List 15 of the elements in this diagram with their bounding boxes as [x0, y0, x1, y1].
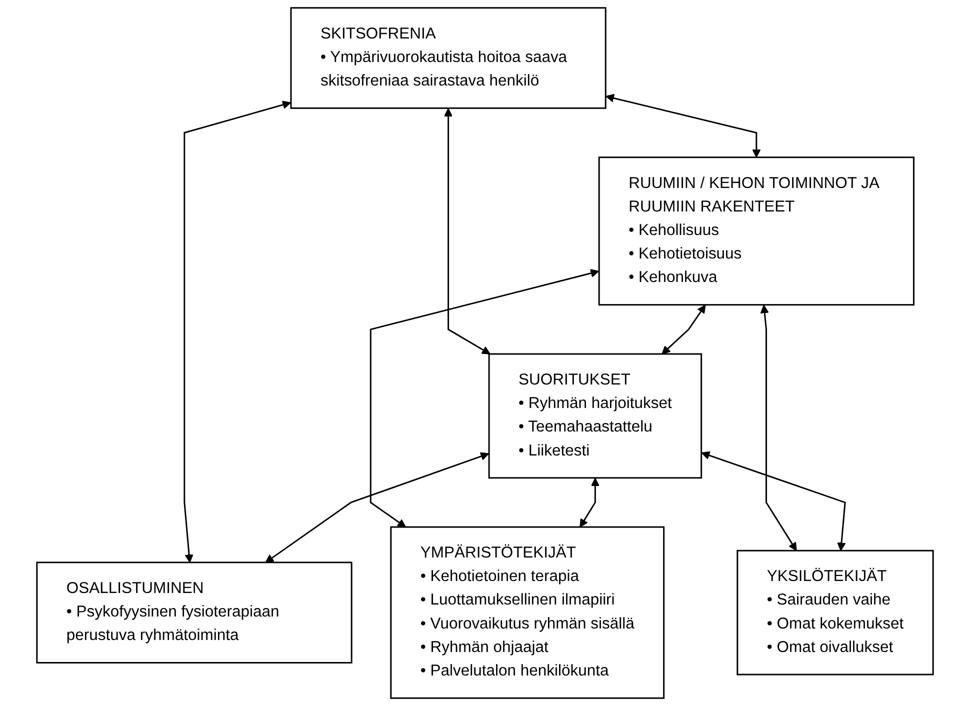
arrow: [662, 304, 706, 354]
node-box: RUUMIIN / KEHON TOIMINNOT JA RUUMIIN RAKENTEET • Kehollisuus • Kehotietoisuus • Kehonkuva: [598, 156, 914, 306]
arrow: [444, 108, 490, 354]
arrow: [370, 269, 600, 528]
node-box: SKITSOFRENIA • Ympärivuorokautista hoitoa saava skitsofreniaa sairastava henkilö: [290, 7, 606, 109]
arrow: [580, 478, 600, 528]
node-box: OSALLISTUMINEN • Psykofyysinen fysioterapiaan perustuva ryhmätoiminta: [36, 562, 352, 664]
arrow: [760, 304, 797, 552]
arrow: [606, 94, 761, 158]
arrow: [265, 452, 490, 563]
arrow: [701, 451, 846, 552]
arrow: [184, 100, 291, 563]
node-box: SUORITUKSET • Ryhmän harjoitukset • Teemahaastattelu • Liiketesti: [488, 353, 702, 479]
node-box: YKSILÖTEKIJÄT • Sairauden vaihe • Omat kokemukset • Omat oivallukset: [736, 550, 934, 676]
node-box: YMPÄRISTÖTEKIJÄT • Kehotietoinen terapia • Luottamuksellinen ilmapiiri • Vuorovaikutus ryhmän sisällä • Ryhmän ohjaajat • Palvelutalon henkilökunta: [390, 526, 665, 699]
